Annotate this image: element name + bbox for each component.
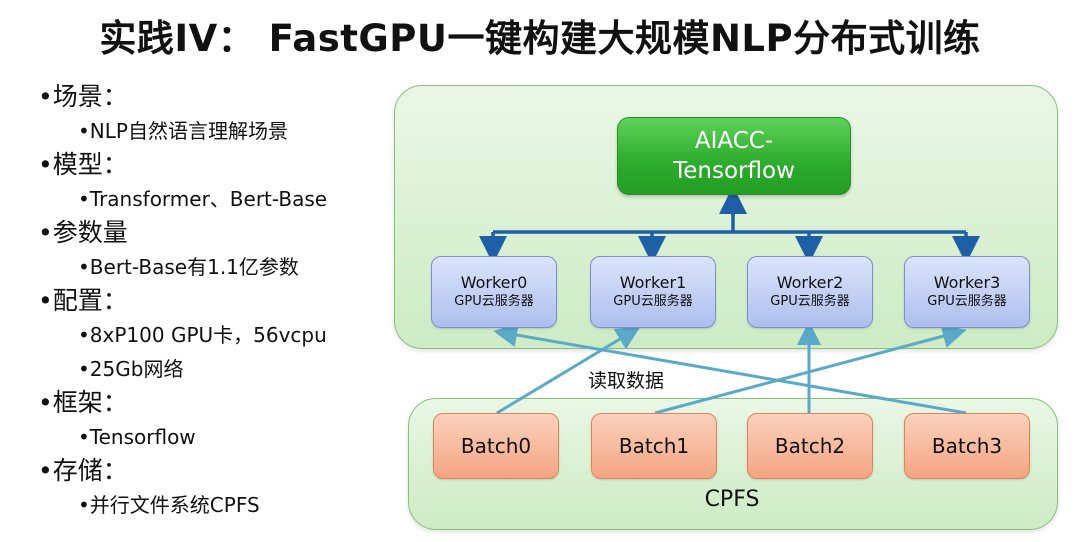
worker-node-0: Worker0 GPU云服务器 xyxy=(431,256,557,328)
worker-name: Worker2 xyxy=(776,273,844,292)
section-item: •8xP100 GPU卡，56vcpu xyxy=(78,323,327,347)
read-arrows xyxy=(493,321,967,415)
aiacc-label-line2: Tensorflow xyxy=(673,158,795,184)
section-scene: •场景： •NLP自然语言理解场景 xyxy=(38,80,378,148)
worker-node-1: Worker1 GPU云服务器 xyxy=(590,256,716,328)
section-title: •模型： xyxy=(38,150,128,179)
section-item: •NLP自然语言理解场景 xyxy=(78,119,288,143)
section-item: •Bert-Base有1.1亿参数 xyxy=(78,255,299,279)
batch-node-2: Batch2 xyxy=(747,413,873,479)
arrow-batch3-to-worker0 xyxy=(493,323,967,415)
worker-name: Worker3 xyxy=(933,273,1001,292)
section-title: •配置： xyxy=(38,286,128,315)
aiacc-tensorflow-node: AIACC- Tensorflow xyxy=(617,117,851,195)
section-config: •配置： •8xP100 GPU卡，56vcpu •25Gb网络 xyxy=(38,284,378,386)
batch-node-0: Batch0 xyxy=(433,413,559,479)
page-title: 实践IV： FastGPU一键构建大规模NLP分布式训练 xyxy=(99,17,981,60)
section-title: •场景： xyxy=(38,82,128,111)
cpfs-storage-label: CPFS xyxy=(704,487,760,512)
section-framework: •框架： •Tensorflow xyxy=(38,386,378,454)
sidebar: •场景： •NLP自然语言理解场景 •模型： •Transformer、Bert… xyxy=(38,80,378,522)
batch-node-3: Batch3 xyxy=(904,413,1030,479)
worker-type: GPU云服务器 xyxy=(613,294,693,309)
aiacc-label-line1: AIACC- xyxy=(694,128,774,154)
section-item: •Transformer、Bert-Base xyxy=(78,187,328,211)
section-item: •Tensorflow xyxy=(78,425,196,449)
arrow-batch1-to-worker3 xyxy=(654,324,967,415)
section-title: •参数量 xyxy=(38,218,128,247)
section-title: •存储： xyxy=(38,456,128,485)
worker-type: GPU云服务器 xyxy=(454,294,534,309)
worker-type: GPU云服务器 xyxy=(927,294,1007,309)
worker-node-3: Worker3 GPU云服务器 xyxy=(904,256,1030,328)
section-params: •参数量 •Bert-Base有1.1亿参数 xyxy=(38,216,378,284)
worker-name: Worker0 xyxy=(460,273,528,292)
section-model: •模型： •Transformer、Bert-Base xyxy=(38,148,378,216)
section-storage: •存储： •并行文件系统CPFS xyxy=(38,454,378,522)
arrow-batch0-to-worker1 xyxy=(496,326,641,415)
worker-name: Worker1 xyxy=(619,273,687,292)
fanout-connector xyxy=(479,186,980,264)
section-title: •框架： xyxy=(38,388,128,417)
batch-node-1: Batch1 xyxy=(591,413,717,479)
section-item: •并行文件系统CPFS xyxy=(78,493,260,517)
worker-node-2: Worker2 GPU云服务器 xyxy=(747,256,873,328)
worker-type: GPU云服务器 xyxy=(770,294,850,309)
read-data-label: 读取数据 xyxy=(588,370,665,392)
section-item: •25Gb网络 xyxy=(78,357,184,381)
